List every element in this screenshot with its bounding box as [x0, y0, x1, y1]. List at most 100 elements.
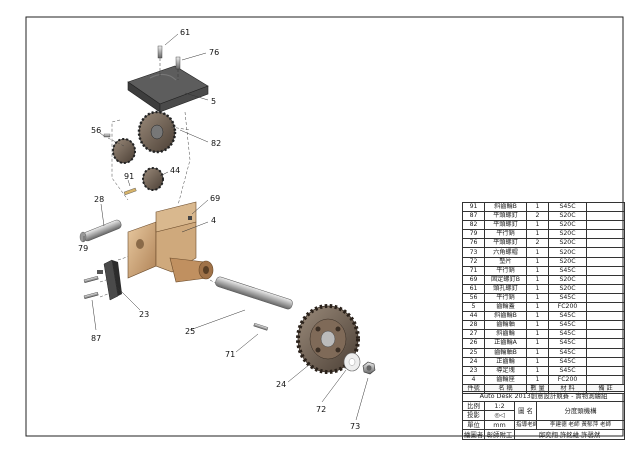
bom-cell-no: 69: [462, 274, 485, 285]
bom-cell-no: 76: [462, 238, 485, 249]
bom-cell-name: 平頭螺釘: [484, 238, 527, 249]
bom-cell-qty: 1: [526, 283, 549, 294]
callout-69: 69: [210, 194, 220, 203]
bom-cell-material: S45C: [548, 320, 587, 331]
part-bevel-gear-large: [137, 110, 177, 154]
bom-cell-note: [586, 320, 625, 331]
bom-cell-name: 導定塊: [484, 365, 527, 376]
callout-23: 23: [139, 310, 149, 319]
part-bevel-gear-44: [142, 167, 164, 191]
bom-cell-qty: 2: [526, 238, 549, 249]
bom-cell-name: 齒輪座: [484, 374, 527, 385]
bom-cell-name: 六角螺帽: [484, 247, 527, 258]
bom-cell-qty: 1: [526, 256, 549, 267]
bom-cell-no: 24: [462, 356, 485, 367]
bom-cell-qty: 1: [526, 329, 549, 340]
bom-cell-note: [586, 338, 625, 349]
bom-cell-no: 28: [462, 320, 485, 331]
bom-cell-no: 72: [462, 256, 485, 267]
bom-cell-material: S20C: [548, 256, 587, 267]
bom-cell-note: [586, 302, 625, 313]
bom-cell-qty: 1: [526, 265, 549, 276]
bom-cell-material: S45C: [548, 311, 587, 322]
bom-cell-material: S20C: [548, 220, 587, 231]
bom-cell-material: S20C: [548, 247, 587, 258]
bom-cell-qty: 1: [526, 247, 549, 258]
bom-cell-no: 91: [462, 201, 485, 213]
unit-value: mm: [484, 419, 515, 431]
bom-cell-name: 固定螺釘B: [484, 274, 527, 285]
advisor-label: 指導老師: [514, 419, 537, 431]
callout-76: 76: [209, 48, 219, 57]
bom-cell-no: 73: [462, 247, 485, 258]
bom-cell-material: S45C: [548, 265, 587, 276]
bom-cell-note: [586, 265, 625, 276]
drawn-by-value: 彰師附工: [484, 429, 515, 440]
bom-cell-note: [586, 311, 625, 322]
callout-61: 61: [180, 28, 190, 37]
part-gear-cover: [127, 65, 209, 113]
bom-cell-note: [586, 229, 625, 240]
part-screw-69: [188, 216, 192, 220]
bom-cell-material: S20C: [548, 229, 587, 240]
bom-cell-qty: 1: [526, 347, 549, 358]
callout-72: 72: [316, 405, 326, 414]
bom-cell-no: 5: [462, 302, 485, 313]
bom-cell-note: [586, 374, 625, 385]
part-guide-block: [103, 259, 122, 301]
bom-cell-no: 82: [462, 220, 485, 231]
bom-cell-no: 56: [462, 292, 485, 304]
part-bevel-gear-small: [112, 138, 136, 164]
callout-91: 91: [124, 172, 134, 181]
bom-cell-qty: 2: [526, 211, 549, 222]
bom-cell-name: 頭孔螺釘: [484, 283, 527, 294]
part-shaft-25: [215, 276, 293, 331]
part-gear-housing: [127, 201, 214, 283]
bom-cell-material: S45C: [548, 365, 587, 376]
callout-4: 4: [211, 216, 216, 225]
drawn-by-label: 繪圖者: [462, 429, 485, 440]
callout-44: 44: [170, 166, 180, 175]
bom-cell-note: [586, 256, 625, 267]
bom-cell-material: S45C: [548, 201, 587, 213]
callout-5: 5: [211, 97, 216, 106]
bom-cell-qty: 1: [526, 220, 549, 231]
callout-24: 24: [276, 380, 286, 389]
advisor-names: 李建德 老師 黃郁萍 老師: [535, 419, 626, 431]
bom-cell-material: S20C: [548, 274, 587, 285]
bom-cell-no: 79: [462, 229, 485, 240]
bom-cell-material: FC200: [548, 302, 587, 313]
drawing-name: 分度頭機構: [535, 400, 626, 421]
part-hex-nut: [362, 361, 376, 375]
bom-cell-name: 平行銷: [484, 292, 527, 304]
part-screws-top: [157, 45, 181, 80]
bom-cell-no: 23: [462, 365, 485, 376]
bom-cell-note: [586, 274, 625, 285]
bom-cell-qty: 1: [526, 311, 549, 322]
bom-cell-note: [586, 201, 625, 213]
bom-cell-qty: 1: [526, 201, 549, 213]
bom-cell-note: [586, 356, 625, 367]
bom-cell-material: S45C: [548, 338, 587, 349]
bom-cell-name: 斜齒輪B: [484, 311, 527, 322]
callout-73: 73: [350, 422, 360, 431]
callout-71: 71: [225, 350, 235, 359]
drawing-name-label: 圖 名: [514, 400, 537, 421]
bom-cell-name: 斜齒輪B: [484, 201, 527, 213]
part-pin-56: [103, 133, 111, 138]
bom-cell-name: 齒輪軸: [484, 320, 527, 331]
bom-cell-material: FC200: [548, 374, 587, 385]
